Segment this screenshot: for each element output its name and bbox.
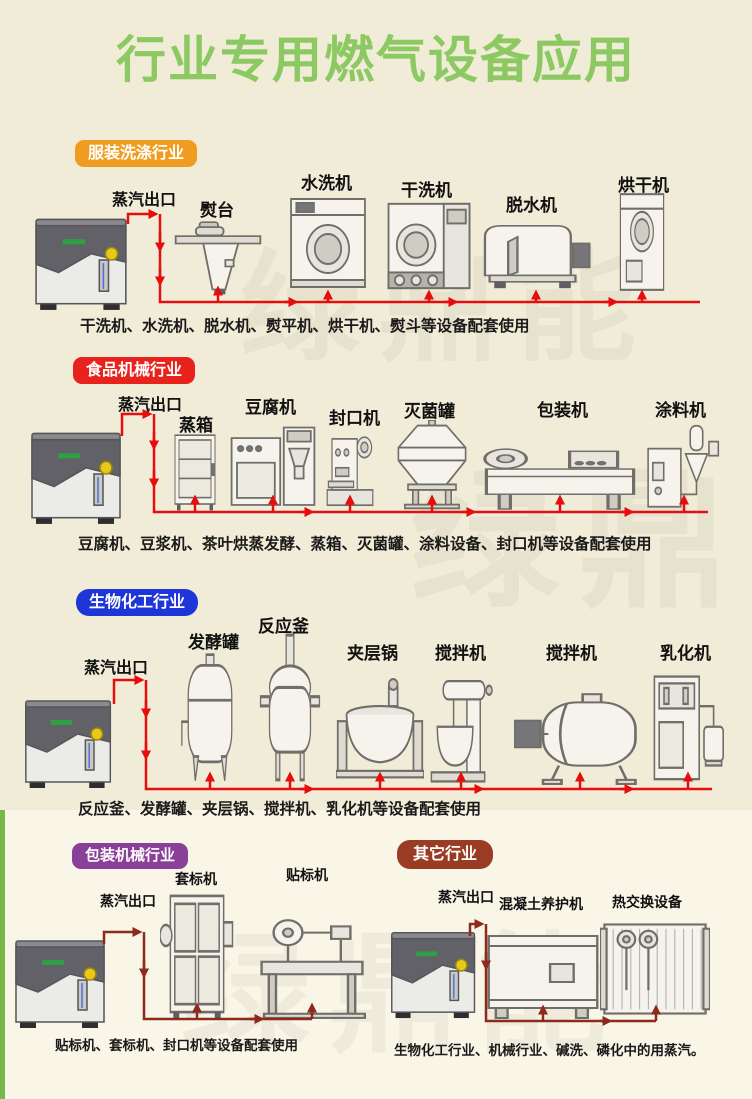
machine-label: 灭菌罐 [404, 402, 455, 421]
steam-outlet-label: 蒸汽出口 [84, 660, 149, 677]
page-title: 行业专用燃气设备应用 [116, 32, 636, 88]
machine-label: 包装机 [537, 401, 588, 420]
tofu-machine-icon [230, 426, 316, 506]
machine-label: 水洗机 [301, 174, 352, 193]
machine-label: 乳化机 [660, 644, 711, 663]
steam-boiler-icon [15, 940, 105, 1028]
section-caption: 生物化工行业、机械行业、碱洗、磷化中的用蒸汽。 [394, 1043, 705, 1058]
sleeve-labeler-icon [160, 894, 234, 1020]
steam-boiler-icon [35, 218, 127, 310]
steam-outlet-label: 蒸汽出口 [100, 893, 156, 909]
section-caption: 贴标机、套标机、封口机等设备配套使用 [55, 1038, 298, 1053]
machine-label: 反应釜 [258, 617, 309, 636]
dry-cleaning-machine-icon [387, 202, 471, 290]
stand-mixer-icon [430, 679, 493, 783]
steam-boiler-icon [25, 700, 112, 788]
machine-label: 搅拌机 [546, 644, 597, 663]
machine-label: 豆腐机 [245, 398, 296, 417]
section-badge-packaging: 包装机械行业 [72, 843, 189, 869]
jacketed-kettle-icon [336, 678, 424, 779]
concrete-curing-machine-icon [487, 935, 599, 1019]
steam-outlet-label: 蒸汽出口 [112, 192, 177, 209]
packing-machine-icon [483, 448, 636, 510]
reactor-icon [259, 633, 321, 782]
ironing-table-icon [174, 221, 262, 295]
machine-label: 混凝土养护机 [499, 896, 583, 912]
steam-outlet-label: 蒸汽出口 [438, 889, 494, 905]
steam-boiler-icon [391, 932, 476, 1019]
drum-mixer-icon [514, 693, 637, 785]
section-badge-laundry: 服装洗涤行业 [75, 140, 198, 168]
machine-label: 封口机 [329, 409, 380, 428]
machine-label: 热交换设备 [612, 894, 682, 910]
section-badge-food: 食品机械行业 [73, 357, 196, 385]
coating-machine-icon [647, 424, 720, 508]
section-badge-biochem: 生物化工行业 [76, 589, 199, 617]
heat-exchanger-icon [600, 923, 710, 1015]
machine-label: 涂料机 [655, 401, 706, 420]
emulsifier-icon [653, 675, 724, 781]
dehydrator-icon [483, 225, 591, 289]
section-badge-other: 其它行业 [397, 840, 494, 870]
section-caption: 豆腐机、豆浆机、茶叶烘蒸发酵、蒸箱、灭菌罐、涂料设备、封口机等设备配套使用 [78, 536, 652, 553]
machine-label: 搅拌机 [435, 644, 486, 663]
machine-label: 脱水机 [506, 196, 557, 215]
machine-label: 夹层锅 [347, 644, 398, 663]
steam-cabinet-icon [174, 434, 216, 511]
machine-label: 套标机 [175, 871, 217, 887]
steam-outlet-label: 蒸汽出口 [118, 397, 183, 414]
steam-boiler-icon [31, 432, 121, 524]
machine-label: 发酵罐 [188, 633, 239, 652]
labeling-machine-icon [260, 919, 366, 1019]
left-edge-green-strip [0, 810, 5, 1099]
section-caption: 反应釜、发酵罐、夹层锅、搅拌机、乳化机等设备配套使用 [78, 801, 482, 818]
machine-label: 贴标机 [286, 867, 328, 883]
drying-machine-icon [619, 193, 665, 291]
fermentation-tank-icon [181, 653, 233, 781]
machine-label: 干洗机 [401, 181, 452, 200]
sealing-machine-icon [326, 436, 374, 507]
section-caption: 干洗机、水洗机、脱水机、熨平机、烘干机、熨斗等设备配套使用 [80, 318, 530, 335]
sterilizer-tank-icon [397, 420, 467, 510]
machine-label: 烘干机 [618, 176, 669, 195]
washing-machine-icon [290, 198, 366, 288]
